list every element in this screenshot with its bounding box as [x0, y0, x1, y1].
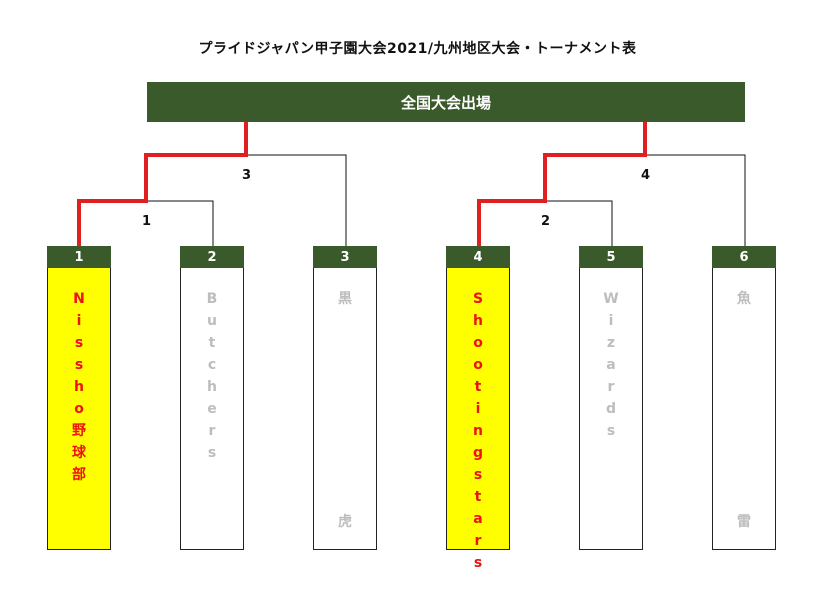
- team-name-char: a: [473, 511, 483, 527]
- team-seed-number: 3: [313, 246, 377, 268]
- team-name-char: c: [207, 357, 217, 373]
- bracket-winpath-left: [77, 122, 248, 246]
- team-name-char: N: [73, 291, 85, 307]
- match-label-2: 2: [541, 214, 551, 229]
- team-name-char: o: [74, 401, 84, 417]
- team-name-char: s: [473, 555, 483, 571]
- team-name-char: o: [473, 335, 483, 351]
- bracket-line-match3-right: [246, 154, 347, 246]
- team-name-char: 雷: [737, 514, 751, 530]
- bracket-line-match4-right: [645, 154, 746, 246]
- team-name-char: W: [603, 291, 619, 307]
- team-name-char: n: [473, 423, 483, 439]
- match-label-1: 1: [142, 214, 152, 229]
- team-name-char: h: [74, 379, 84, 395]
- team-name-char: i: [475, 401, 481, 417]
- page-title: プライドジャパン甲子園大会2021/九州地区大会・トーナメント表: [198, 41, 637, 57]
- team-name-char: a: [606, 357, 616, 373]
- team-name-char: r: [474, 533, 482, 549]
- team-seed-number: 4: [446, 246, 510, 268]
- team-name-char: s: [606, 423, 616, 439]
- team-name-char: r: [607, 379, 615, 395]
- bracket-winpath-right: [477, 122, 647, 246]
- team-name-char: t: [474, 489, 482, 505]
- bracket-line-match2-right: [545, 200, 613, 246]
- team-name-char: g: [472, 445, 484, 461]
- team-name-char: i: [608, 313, 614, 329]
- team-name-char: r: [208, 423, 216, 439]
- team-name-char: 黒: [338, 291, 352, 307]
- team-name-char: 野: [72, 423, 86, 439]
- team-name-char: B: [206, 291, 218, 307]
- team-name-char: z: [606, 335, 616, 351]
- team-name-char: s: [74, 357, 84, 373]
- team-seed-number: 5: [579, 246, 643, 268]
- team-name-char: 魚: [737, 291, 751, 307]
- team-name-char: t: [208, 335, 216, 351]
- team-name-char: h: [473, 313, 483, 329]
- team-name-char: i: [76, 313, 82, 329]
- team-name-char: e: [207, 401, 217, 417]
- team-name-box: 黒虎: [313, 268, 377, 550]
- banner-label: 全国大会出場: [400, 93, 491, 112]
- team-name-char: o: [473, 357, 483, 373]
- team-name-char: t: [474, 379, 482, 395]
- team-name-char: d: [605, 401, 617, 417]
- team-seed-number: 2: [180, 246, 244, 268]
- team-name-char: s: [473, 467, 483, 483]
- team-name-box: 魚雷: [712, 268, 776, 550]
- team-name-char: u: [207, 313, 217, 329]
- team-seed-number: 6: [712, 246, 776, 268]
- match-label-3: 3: [242, 168, 252, 183]
- team-name-char: 球: [72, 445, 86, 461]
- team-seed-number: 1: [47, 246, 111, 268]
- team-name-char: s: [207, 445, 217, 461]
- team-name-char: s: [74, 335, 84, 351]
- team-name-char: 虎: [338, 514, 352, 530]
- team-name-char: S: [472, 291, 484, 307]
- national-tournament-banner: 全国大会出場: [147, 82, 745, 122]
- bracket-line-match1-right: [146, 200, 214, 246]
- match-label-4: 4: [641, 168, 651, 183]
- team-name-char: h: [207, 379, 217, 395]
- team-name-char: 部: [72, 467, 86, 483]
